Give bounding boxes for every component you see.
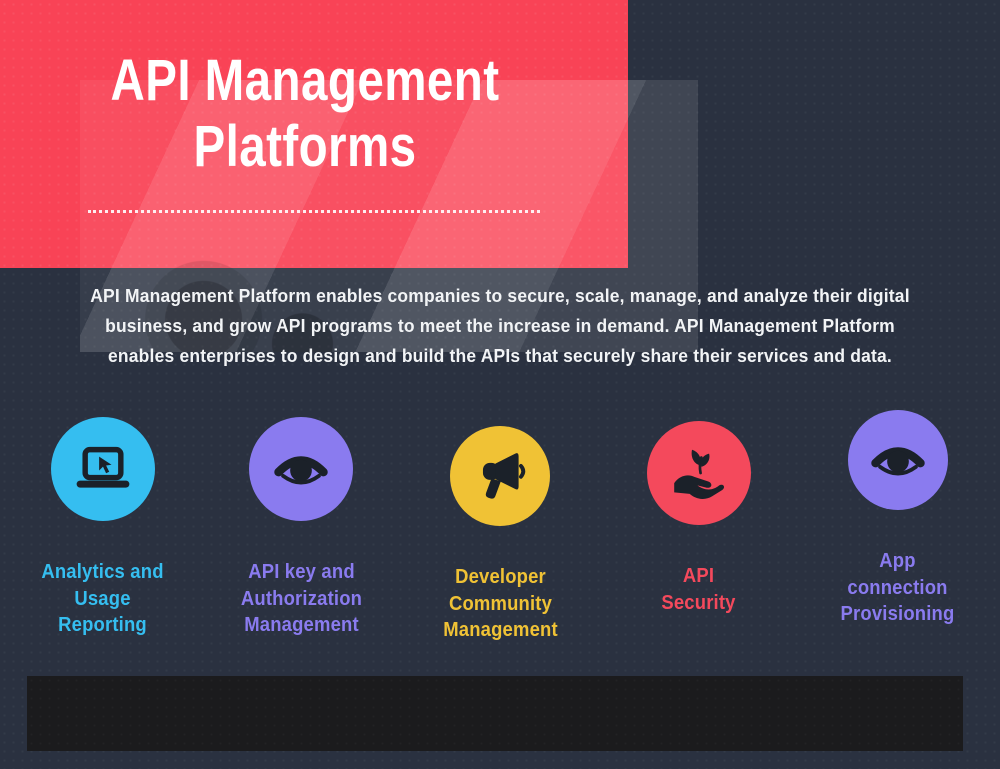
feature-card-analytics: Analytics and Usage Reporting: [20, 410, 185, 644]
feature-circle: [450, 426, 550, 526]
feature-circle: [50, 417, 155, 521]
feature-label: API key and Authorization Management: [240, 560, 362, 636]
page-title: API Management Platforms: [110, 48, 500, 179]
hand-plant-icon: [673, 449, 724, 499]
features-row: Analytics and Usage Reporting API key an…: [20, 410, 980, 644]
laptop-cursor-icon: [76, 446, 129, 488]
eye-icon: [274, 456, 328, 485]
description-text: API Management Platform enables companie…: [90, 286, 910, 366]
header-banner: [0, 0, 628, 268]
eye-icon: [870, 447, 925, 476]
feature-circle: [847, 410, 948, 510]
feature-card-api-key: API key and Authorization Management: [219, 410, 384, 644]
megaphone-icon: [482, 453, 526, 499]
feature-label: Developer Community Management: [442, 565, 558, 641]
feature-card-api-security: API Security: [616, 410, 781, 644]
feature-circle: [249, 417, 354, 521]
feature-label: Analytics and Usage Reporting: [41, 560, 164, 636]
footer-bar: [27, 676, 963, 751]
title-underline-dotted: [88, 210, 540, 213]
feature-label: API Security: [661, 564, 736, 614]
feature-label: App connection Provisioning: [840, 549, 955, 625]
feature-card-developer-community: Developer Community Management: [418, 410, 583, 644]
feature-card-app-provisioning: App connection Provisioning: [815, 410, 980, 644]
feature-circle: [646, 421, 751, 525]
